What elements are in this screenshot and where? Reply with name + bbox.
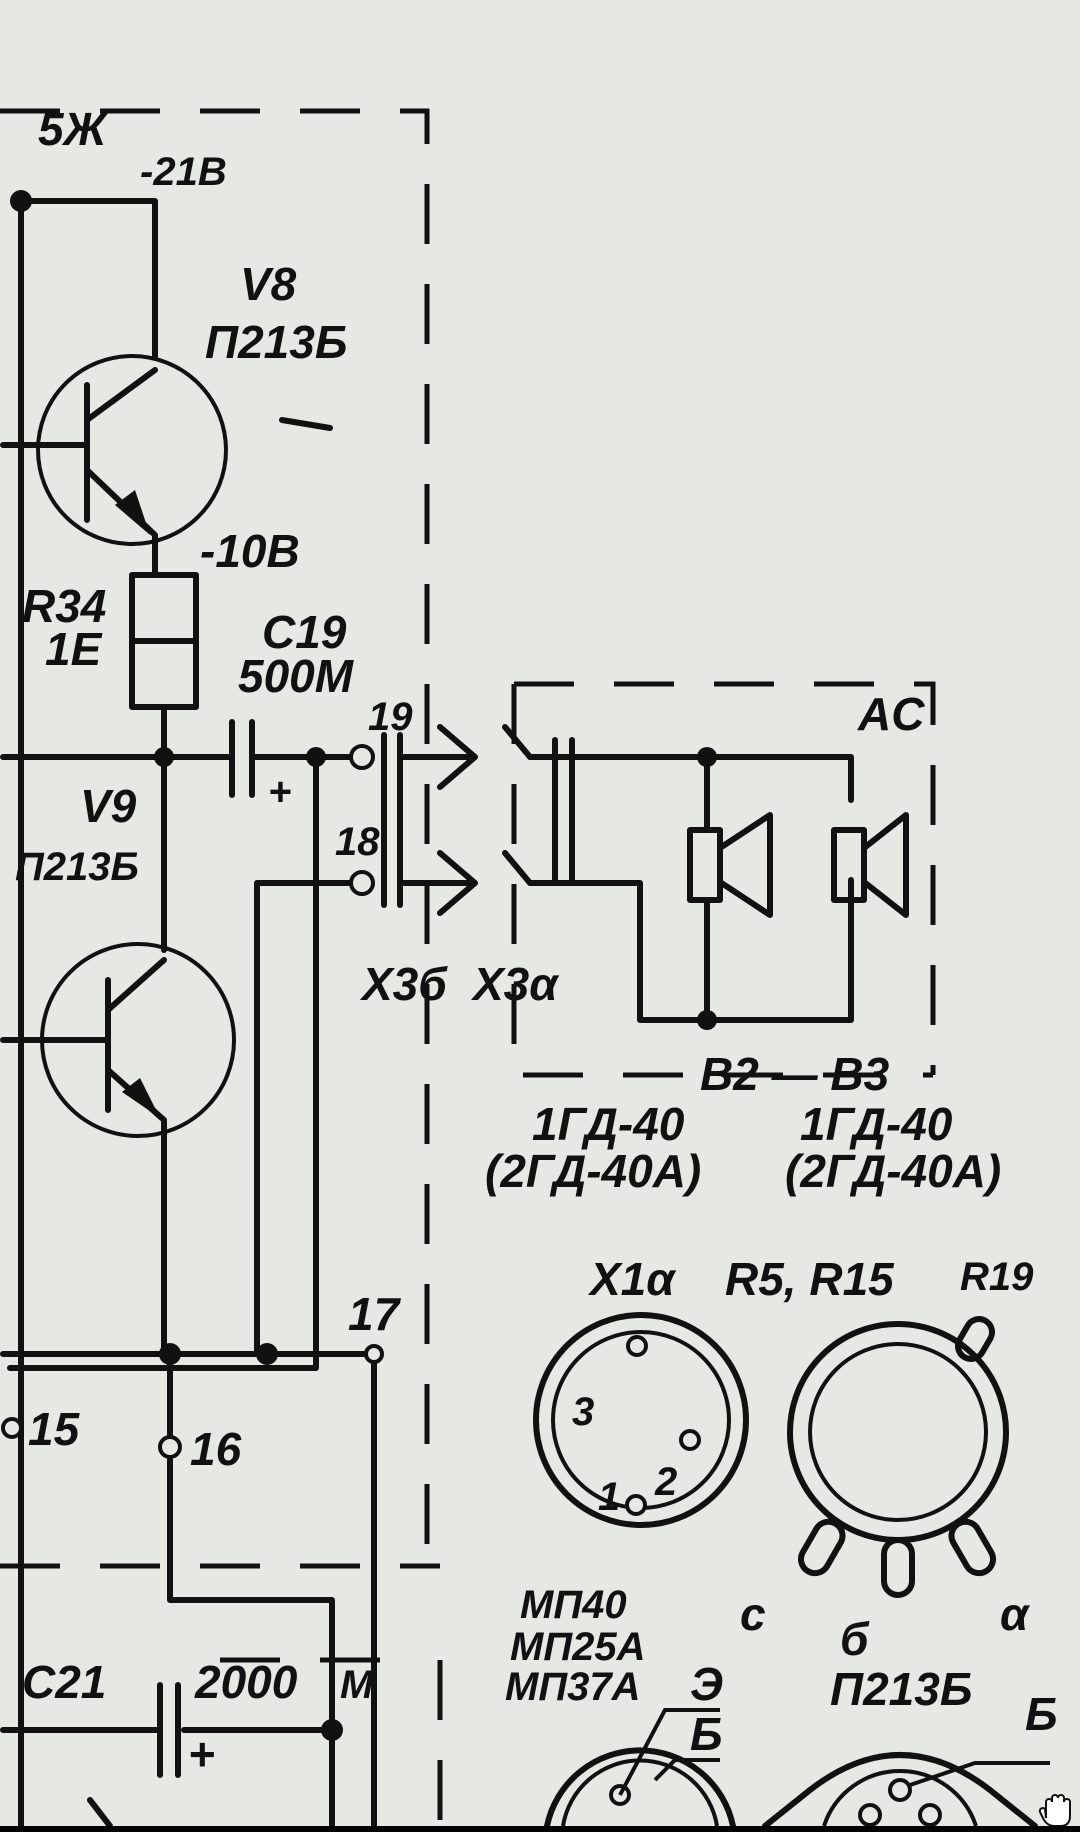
pot-pin-c: с — [740, 1588, 766, 1640]
terminal-19 — [349, 744, 375, 770]
ground-net — [0, 1343, 384, 1829]
hand-pan-icon[interactable] — [1038, 1794, 1071, 1827]
voltage-label-10v: -10В — [200, 525, 300, 577]
speaker-b3-icon — [831, 827, 867, 903]
terminal-18 — [349, 870, 375, 896]
r34-ref-label: R34 — [22, 580, 106, 632]
terminal-18-label: 18 — [335, 820, 380, 864]
b2-alt-label: (2ГД-40А) — [485, 1145, 701, 1197]
x1a-socket-pinout — [533, 1312, 749, 1528]
emitter-arrow-icon — [122, 1078, 160, 1118]
ac-label: AC — [857, 688, 925, 740]
potentiometer-pinout — [787, 1316, 1009, 1598]
x1a-pin-1: 1 — [598, 1475, 620, 1519]
small-tr-type-3: МП37А — [505, 1665, 640, 1709]
terminal-17-label: 17 — [348, 1288, 402, 1340]
small-tr-pin-b: Б — [690, 1708, 723, 1760]
x1a-pin-2: 2 — [654, 1460, 677, 1504]
terminal-17 — [364, 1344, 384, 1364]
module-boundary — [0, 108, 443, 1826]
terminal-16 — [158, 1435, 182, 1459]
c19-plus-label: + — [268, 770, 291, 814]
pot-ref2-label: R19 — [960, 1255, 1034, 1299]
fuse-label: 5Ж — [38, 103, 109, 155]
r34-resistor — [129, 572, 199, 760]
connector-x3 — [381, 724, 854, 1023]
c19-value-label: 500M — [238, 650, 355, 702]
small-tr-type-1: МП40 — [520, 1583, 627, 1627]
small-tr-type-2: МП25А — [510, 1625, 645, 1669]
c21-unit-label: M — [340, 1663, 375, 1707]
speaker-system-ac — [511, 681, 936, 1078]
v8-transistor — [0, 190, 333, 1829]
p213b-pin-b: Б — [1025, 1688, 1058, 1740]
b2-b3-label: В2 — В3 — [700, 1048, 890, 1100]
v9-ref-label: V9 — [80, 780, 137, 832]
c21-capacitor — [157, 1682, 181, 1778]
emitter-arrow-icon — [115, 490, 150, 535]
terminal-15 — [1, 1417, 23, 1439]
c21-ref-label: C21 — [22, 1656, 106, 1708]
c21-value-label: 2000 — [194, 1656, 298, 1708]
terminal-19-label: 19 — [368, 695, 413, 739]
x1a-ref-label: Х1α — [587, 1253, 677, 1305]
terminal-16-label: 16 — [190, 1423, 242, 1475]
x3a-label: Х3α — [470, 958, 560, 1010]
v9-transistor — [0, 754, 236, 1357]
viewer-bottom-edge — [0, 1826, 1080, 1832]
small-tr-pin-e: Э — [690, 1658, 723, 1710]
r34-value-label: 1Е — [45, 623, 103, 675]
b3-alt-label: (2ГД-40А) — [785, 1145, 1001, 1197]
c21-plus-label: + — [188, 1728, 215, 1780]
v8-type-label: П213Б — [205, 316, 347, 368]
small-transistor-pinout — [544, 1708, 736, 1829]
b2-type-label: 1ГД-40 — [532, 1098, 685, 1150]
voltage-label-21v: -21В — [140, 150, 227, 194]
terminal-15-label: 15 — [28, 1403, 81, 1455]
pot-pin-a: α — [1000, 1588, 1031, 1640]
v9-type-label: П213Б — [15, 845, 139, 889]
pot-pin-b: б — [840, 1613, 870, 1665]
x1a-pin-3: 3 — [572, 1390, 594, 1434]
output-net — [0, 719, 375, 1371]
v8-ref-label: V8 — [240, 258, 297, 310]
p213b-pinout — [762, 1752, 1050, 1829]
b3-type-label: 1ГД-40 — [800, 1098, 953, 1150]
c19-ref-label: C19 — [262, 606, 347, 658]
p213b-type-label: П213Б — [830, 1663, 972, 1715]
speaker-b2-icon — [687, 827, 723, 903]
pot-ref-label: R5, R15 — [725, 1253, 895, 1305]
x3b-label: Х3б — [359, 958, 448, 1010]
